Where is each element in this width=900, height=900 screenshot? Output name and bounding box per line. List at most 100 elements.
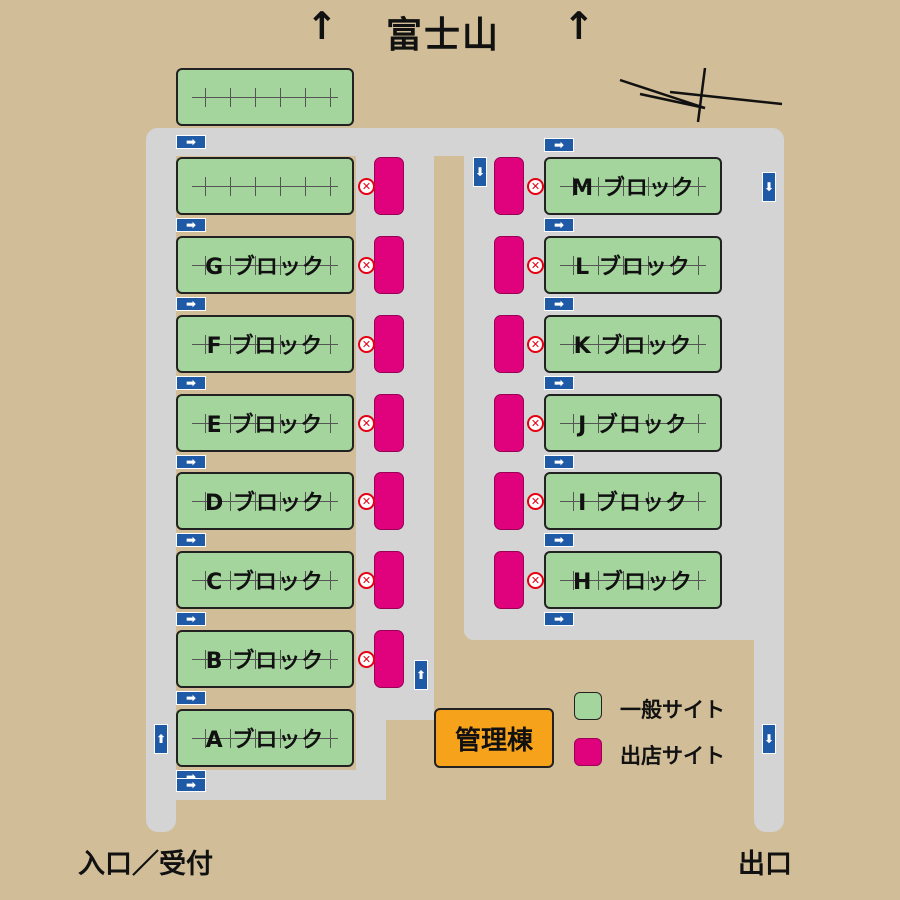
block-grid-tick (623, 414, 624, 433)
site-block-right-0[interactable]: M ブロック (544, 157, 722, 215)
site-block-left-1[interactable] (176, 157, 354, 215)
exit-label: 出口 (738, 849, 792, 880)
block-grid-tick (573, 177, 574, 196)
block-grid-tick (673, 256, 674, 275)
site-block-label: H ブロック (572, 570, 694, 595)
shop-site-right-3[interactable] (494, 394, 524, 452)
site-block-label: B ブロック (205, 649, 325, 674)
shop-site-left-1[interactable] (374, 157, 404, 215)
shop-site-left-3[interactable] (374, 315, 404, 373)
block-grid-tick (205, 414, 206, 433)
block-grid-line (192, 738, 338, 739)
direction-arrow-down-icon: ⬇ (473, 157, 487, 187)
direction-arrow-right-icon: ➡ (176, 455, 206, 469)
site-block-label: E ブロック (206, 413, 324, 438)
block-grid-tick (255, 177, 256, 196)
block-grid-tick (305, 414, 306, 433)
site-block-right-4[interactable]: I ブロック (544, 472, 722, 530)
site-block-left-0[interactable] (176, 68, 354, 126)
management-building[interactable]: 管理棟 (434, 708, 554, 768)
block-grid-tick (305, 729, 306, 748)
road-top (146, 128, 784, 156)
site-block-right-5[interactable]: H ブロック (544, 551, 722, 609)
block-grid-line (192, 501, 338, 502)
block-grid-tick (573, 414, 574, 433)
shop-site-left-5[interactable] (374, 472, 404, 530)
block-grid-tick (698, 256, 699, 275)
site-block-left-8[interactable]: A ブロック (176, 709, 354, 767)
block-grid-tick (648, 571, 649, 590)
direction-arrow-right-icon: ➡ (176, 691, 206, 705)
no-entry-icon: ✕ (358, 257, 375, 274)
shop-site-left-6[interactable] (374, 551, 404, 609)
block-grid-tick (205, 335, 206, 354)
site-block-label: C ブロック (206, 570, 324, 595)
site-block-left-5[interactable]: D ブロック (176, 472, 354, 530)
north-label-mount-fuji: 富士山 (386, 15, 501, 56)
block-grid-tick (205, 492, 206, 511)
block-grid-tick (205, 729, 206, 748)
site-block-left-3[interactable]: F ブロック (176, 315, 354, 373)
direction-arrow-right-icon: ➡ (176, 376, 206, 390)
north-arrow-left-icon: ↑ (306, 4, 338, 48)
shop-site-right-2[interactable] (494, 315, 524, 373)
site-block-right-2[interactable]: K ブロック (544, 315, 722, 373)
no-entry-icon: ✕ (527, 572, 544, 589)
no-entry-icon: ✕ (358, 336, 375, 353)
direction-arrow-down-icon: ⬇ (762, 172, 776, 202)
block-grid-tick (673, 571, 674, 590)
block-grid-tick (623, 335, 624, 354)
road-left-vertical (146, 128, 176, 832)
block-grid-tick (205, 88, 206, 107)
no-entry-icon: ✕ (358, 493, 375, 510)
block-grid-tick (648, 414, 649, 433)
site-block-label: G ブロック (205, 255, 325, 280)
direction-arrow-right-icon: ➡ (544, 297, 574, 311)
block-grid-tick (230, 650, 231, 669)
road-right-bottom-band (464, 610, 784, 640)
north-arrow-right-icon: ↑ (563, 4, 595, 48)
block-grid-tick (255, 571, 256, 590)
block-grid-tick (305, 571, 306, 590)
shop-site-right-5[interactable] (494, 551, 524, 609)
site-block-left-7[interactable]: B ブロック (176, 630, 354, 688)
block-grid-tick (673, 492, 674, 511)
shop-site-right-0[interactable] (494, 157, 524, 215)
shop-site-left-2[interactable] (374, 236, 404, 294)
site-block-left-2[interactable]: G ブロック (176, 236, 354, 294)
no-entry-icon: ✕ (527, 493, 544, 510)
block-grid-tick (305, 177, 306, 196)
block-grid-tick (330, 650, 331, 669)
site-block-left-6[interactable]: C ブロック (176, 551, 354, 609)
block-grid-tick (305, 256, 306, 275)
site-block-right-1[interactable]: L ブロック (544, 236, 722, 294)
block-grid-line (560, 344, 706, 345)
block-grid-tick (280, 571, 281, 590)
shop-site-right-4[interactable] (494, 472, 524, 530)
site-block-label: K ブロック (573, 334, 693, 359)
site-block-left-4[interactable]: E ブロック (176, 394, 354, 452)
block-grid-line (192, 344, 338, 345)
block-grid-tick (255, 88, 256, 107)
block-grid-tick (305, 492, 306, 511)
block-grid-tick (280, 492, 281, 511)
block-grid-tick (698, 492, 699, 511)
block-grid-tick (255, 650, 256, 669)
shop-site-left-4[interactable] (374, 394, 404, 452)
block-grid-tick (330, 729, 331, 748)
direction-arrow-up-icon: ⬆ (414, 660, 428, 690)
shop-site-left-7[interactable] (374, 630, 404, 688)
block-grid-tick (698, 571, 699, 590)
site-block-right-3[interactable]: J ブロック (544, 394, 722, 452)
shop-site-right-1[interactable] (494, 236, 524, 294)
site-block-label: F ブロック (206, 334, 324, 359)
block-grid-tick (330, 571, 331, 590)
direction-arrow-right-icon: ➡ (544, 376, 574, 390)
block-grid-tick (230, 729, 231, 748)
block-grid-tick (598, 414, 599, 433)
direction-arrow-right-icon: ➡ (544, 138, 574, 152)
block-grid-tick (255, 256, 256, 275)
site-block-label: J ブロック (578, 413, 688, 438)
legend-shop-swatch (574, 738, 602, 766)
block-grid-tick (230, 414, 231, 433)
